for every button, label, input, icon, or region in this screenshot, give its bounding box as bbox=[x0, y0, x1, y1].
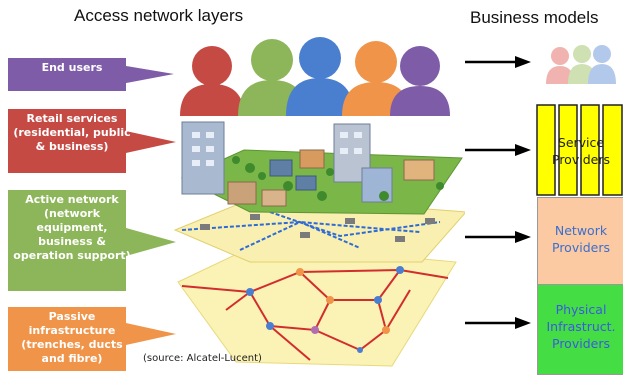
physical-infrastructure-providers-box bbox=[537, 284, 623, 375]
network-providers-label: Network Providers bbox=[552, 223, 610, 255]
trees-icon bbox=[232, 156, 444, 201]
service-providers-label: Service Providers bbox=[552, 135, 610, 167]
network-layers-illustration bbox=[173, 37, 465, 367]
right-title: Business models bbox=[470, 8, 599, 27]
active-links-icon bbox=[181, 211, 441, 251]
small-people-icon bbox=[546, 45, 616, 84]
layer-label-text: Passive infrastructure (trenches, ducts … bbox=[21, 310, 123, 365]
arrow-shape-icon bbox=[8, 307, 176, 371]
source-credit: (source: Alcatel-Lucent) bbox=[143, 353, 262, 364]
arrow-right-icon bbox=[465, 56, 531, 68]
end-user-people-icon bbox=[180, 37, 450, 116]
layer-label-active: Active network (network equipment, busin… bbox=[8, 190, 179, 291]
person-blue-icon bbox=[286, 37, 354, 116]
service-providers-columns bbox=[536, 104, 623, 196]
arrow-shape-icon bbox=[8, 109, 176, 173]
left-title: Access network layers bbox=[74, 6, 244, 25]
layer-label-text: Active network (network equipment, busin… bbox=[13, 193, 131, 262]
fibre-nodes-icon bbox=[246, 266, 404, 353]
layer-label-passive: Passive infrastructure (trenches, ducts … bbox=[8, 307, 179, 371]
network-providers-box bbox=[537, 197, 623, 285]
network-equipment-icon bbox=[200, 214, 435, 242]
person-purple-icon bbox=[390, 46, 450, 116]
layer-label-text: Retail services (residential, public & b… bbox=[13, 112, 131, 153]
arrow-right-icon bbox=[465, 317, 531, 329]
arrow-right-icon bbox=[465, 231, 531, 243]
person-red-icon bbox=[180, 46, 244, 116]
arrow-shape-icon bbox=[8, 58, 174, 91]
city-buildings-icon bbox=[181, 121, 435, 207]
physical-infrastructure-providers-label: Physical Infrastruct. Providers bbox=[546, 302, 616, 351]
arrow-shape-icon bbox=[8, 190, 176, 291]
layer-label-retail: Retail services (residential, public & b… bbox=[8, 109, 179, 173]
arrow-right-icon bbox=[465, 144, 531, 156]
layer-label-text: End users bbox=[41, 61, 103, 74]
layer-arrow-end-users bbox=[8, 58, 174, 91]
layer-label-end-users: End users bbox=[8, 58, 179, 91]
